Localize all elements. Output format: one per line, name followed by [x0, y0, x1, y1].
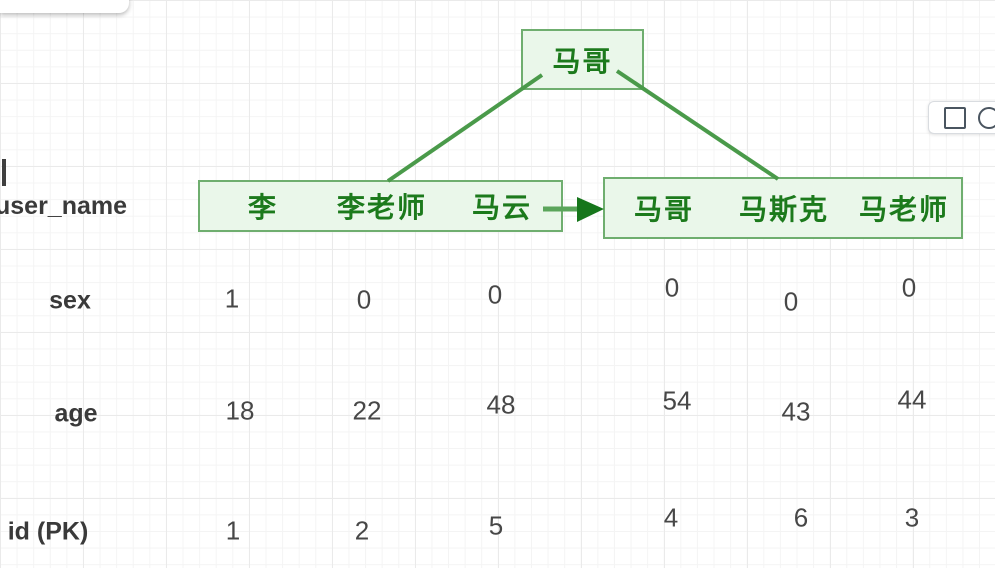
id-value[interactable]: 3 — [904, 502, 920, 533]
floating-panel-edge — [0, 0, 129, 13]
sex-value[interactable]: 0 — [901, 272, 917, 303]
right-node-key: 马老师 — [858, 193, 950, 226]
row-label-age[interactable]: age — [54, 399, 98, 428]
age-value[interactable]: 22 — [352, 395, 382, 426]
square-icon — [944, 106, 966, 129]
sex-value[interactable]: 0 — [356, 284, 372, 315]
age-value[interactable]: 18 — [225, 395, 255, 426]
left-node-key: 马云 — [471, 191, 533, 224]
left-leaf-node[interactable]: 李 李老师 马云 — [198, 180, 563, 232]
age-value[interactable]: 48 — [486, 389, 516, 420]
root-node[interactable]: 马哥 — [521, 29, 644, 90]
row-label-user-name[interactable]: user_name — [0, 192, 128, 220]
right-node-key: 马哥 — [633, 193, 695, 226]
right-leaf-node[interactable]: 马哥 马斯克 马老师 — [603, 177, 963, 239]
circle-shape-button[interactable] — [978, 106, 995, 129]
row-label-id-pk[interactable]: id (PK) — [7, 517, 89, 546]
square-shape-button[interactable] — [944, 106, 966, 129]
sex-value[interactable]: 0 — [664, 272, 680, 303]
sex-value[interactable]: 0 — [487, 279, 503, 310]
row-label-sex[interactable]: sex — [49, 286, 91, 315]
id-value[interactable]: 6 — [793, 502, 809, 533]
leaf-link-arrowhead-icon — [577, 197, 604, 222]
shape-toolbar — [928, 101, 995, 134]
age-value[interactable]: 44 — [897, 384, 927, 415]
root-node-label: 马哥 — [552, 44, 613, 78]
id-value[interactable]: 2 — [354, 515, 370, 546]
age-value[interactable]: 43 — [781, 396, 811, 427]
circle-icon — [978, 106, 995, 129]
id-value[interactable]: 1 — [225, 515, 241, 546]
age-value[interactable]: 54 — [662, 385, 692, 416]
clipped-glyph-fragment — [2, 159, 6, 186]
sex-value[interactable]: 0 — [783, 286, 799, 317]
id-value[interactable]: 5 — [488, 510, 504, 541]
id-value[interactable]: 4 — [663, 502, 679, 533]
left-node-key: 李 — [247, 191, 279, 224]
sex-value[interactable]: 1 — [224, 283, 240, 314]
right-node-key: 马斯克 — [738, 193, 830, 226]
left-node-key: 李老师 — [336, 191, 428, 224]
edge-root-to-left[interactable] — [386, 73, 544, 183]
